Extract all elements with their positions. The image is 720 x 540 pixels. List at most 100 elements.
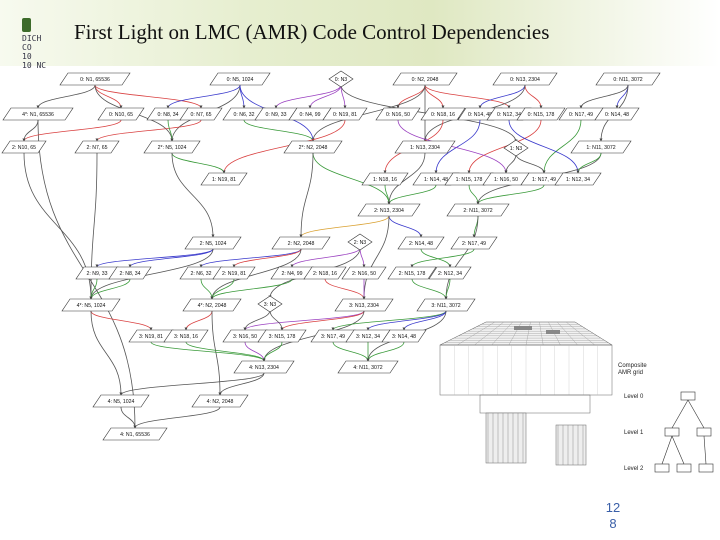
node-label: 3: N13, 2304	[349, 303, 379, 309]
node-e1: 2: N13, 2304	[357, 203, 421, 217]
edge-k1-l1	[119, 372, 265, 396]
node-g9: 2: N12, 34	[428, 266, 472, 280]
node-label: 4: N13, 2304	[249, 365, 279, 371]
level-tree-node	[680, 391, 696, 401]
node-label: 0: N19, 81	[333, 112, 357, 118]
node-label: 2: N8, 34	[119, 271, 140, 277]
parallelogram-node-shape	[163, 329, 209, 343]
node-label: 3: N15, 178	[269, 334, 296, 340]
node-l2: 4: N2, 2048	[191, 394, 249, 408]
edge-a4-b12	[424, 84, 511, 109]
node-label: 3: N14, 48	[392, 334, 416, 340]
edge-j2-k1	[185, 341, 266, 362]
edge-b5-c4	[243, 119, 315, 142]
node-label: 1: N19, 81	[212, 177, 236, 183]
parallelogram-node-shape	[61, 298, 121, 312]
edge-b14-d6	[542, 119, 582, 174]
edge-h3-j4	[280, 310, 365, 331]
node-label: 2: N16, 50	[352, 271, 376, 277]
edge-a2-b3	[166, 84, 241, 109]
amr-grid-label-line: Composite	[618, 363, 647, 369]
node-b1: 4*: N1, 65536	[2, 107, 74, 121]
edge-f3-g5	[290, 247, 361, 268]
diamond-node-shape	[328, 70, 354, 88]
node-b8: 0: N19, 81	[322, 107, 368, 121]
edge-b3-c3	[167, 119, 174, 142]
edge-a3-b7	[308, 84, 342, 109]
parallelogram-node-shape	[394, 140, 456, 154]
node-label: 1: N12, 34	[566, 177, 590, 183]
node-label: 0: N8, 34	[157, 112, 178, 118]
edge-b1-c1	[22, 119, 39, 142]
node-k2: 4: N11, 3072	[337, 360, 399, 374]
node-c1: 2: N10, 65	[1, 140, 47, 154]
parallelogram-node-shape	[416, 298, 476, 312]
node-label: 0: N9, 33	[265, 112, 286, 118]
parallelogram-node-shape	[182, 298, 242, 312]
parallelogram-node-shape	[595, 72, 661, 86]
parallelogram-node-shape	[322, 107, 368, 121]
parallelogram-node-shape	[428, 266, 472, 280]
logo-text: DICH	[22, 34, 42, 43]
level-tree-node	[696, 427, 712, 437]
parallelogram-node-shape	[570, 140, 632, 154]
parallelogram-node-shape	[97, 107, 145, 121]
parallelogram-node-shape	[594, 107, 640, 121]
edge-c3-d1	[171, 152, 226, 174]
edge-a3-b6	[274, 84, 342, 109]
edge-j1-k1	[150, 341, 266, 362]
parallelogram-node-shape	[397, 236, 445, 250]
edge-f4-g9	[420, 248, 452, 268]
node-label: 2: N5, 1024	[200, 241, 227, 247]
amr-refined-patch	[546, 330, 560, 334]
node-label: 3: N19, 81	[139, 334, 163, 340]
logo-mark-icon	[22, 18, 31, 32]
edge-h1-j1	[90, 310, 153, 331]
edge-g5-h2	[210, 278, 293, 300]
edge-a6-b14	[579, 84, 629, 109]
node-f4: 2: N14, 48	[397, 236, 445, 250]
node-label: 4*: N1, 65536	[22, 112, 54, 118]
edge-g8-h4	[411, 278, 448, 300]
edges-layer	[22, 84, 629, 429]
edge-k1-l2	[218, 372, 265, 396]
node-label: 2: N15, 178	[399, 271, 426, 277]
node-c7: 1: N11, 3072	[570, 140, 632, 154]
node-label: 3: N11, 3072	[431, 303, 460, 309]
diamond-node-shape	[503, 139, 529, 157]
node-label: 2: N19, 81	[222, 271, 246, 277]
node-label: 2: N14, 48	[409, 241, 433, 247]
amr-level2-block	[555, 424, 587, 466]
edge-j7-k2	[366, 341, 405, 362]
edge-i1-j4	[269, 309, 284, 331]
node-label: 0: N7, 65	[190, 112, 211, 118]
parallelogram-node-shape	[381, 329, 427, 343]
node-m1: 4: N1, 65536	[102, 427, 168, 441]
node-f2: 2: N2, 2048	[271, 236, 331, 250]
parallelogram-node-shape	[212, 266, 256, 280]
node-label: 2: N13, 2304	[374, 208, 404, 214]
parallelogram-node-shape	[392, 72, 458, 86]
parallelogram-node-shape	[108, 266, 152, 280]
edge-e2-h4	[444, 215, 479, 300]
node-label: 2: N11, 3072	[463, 208, 492, 214]
node-h4: 3: N11, 3072	[416, 298, 476, 312]
node-k1: 4: N13, 2304	[233, 360, 295, 374]
parallelogram-node-shape	[2, 107, 74, 121]
edge-c5-e1	[387, 152, 426, 205]
parallelogram-node-shape	[337, 360, 399, 374]
node-label: 0: N2, 2048	[412, 77, 439, 83]
node-label: 0: N11, 3072	[613, 77, 642, 83]
node-b15: 0: N14, 48	[594, 107, 640, 121]
level-label: Level 2	[624, 466, 644, 472]
edge-b11-d3	[434, 119, 481, 174]
node-h3: 3: N13, 2304	[334, 298, 394, 312]
edge-a4-b10	[424, 84, 445, 109]
node-d1: 1: N19, 81	[200, 172, 248, 186]
node-label: 2: N9, 33	[86, 271, 107, 277]
node-d2: 1: N18, 16	[361, 172, 409, 186]
edge-h2-l2	[211, 310, 222, 396]
edge-e1-h3	[362, 215, 390, 300]
node-c3: 2*: N5, 1024	[143, 140, 201, 154]
